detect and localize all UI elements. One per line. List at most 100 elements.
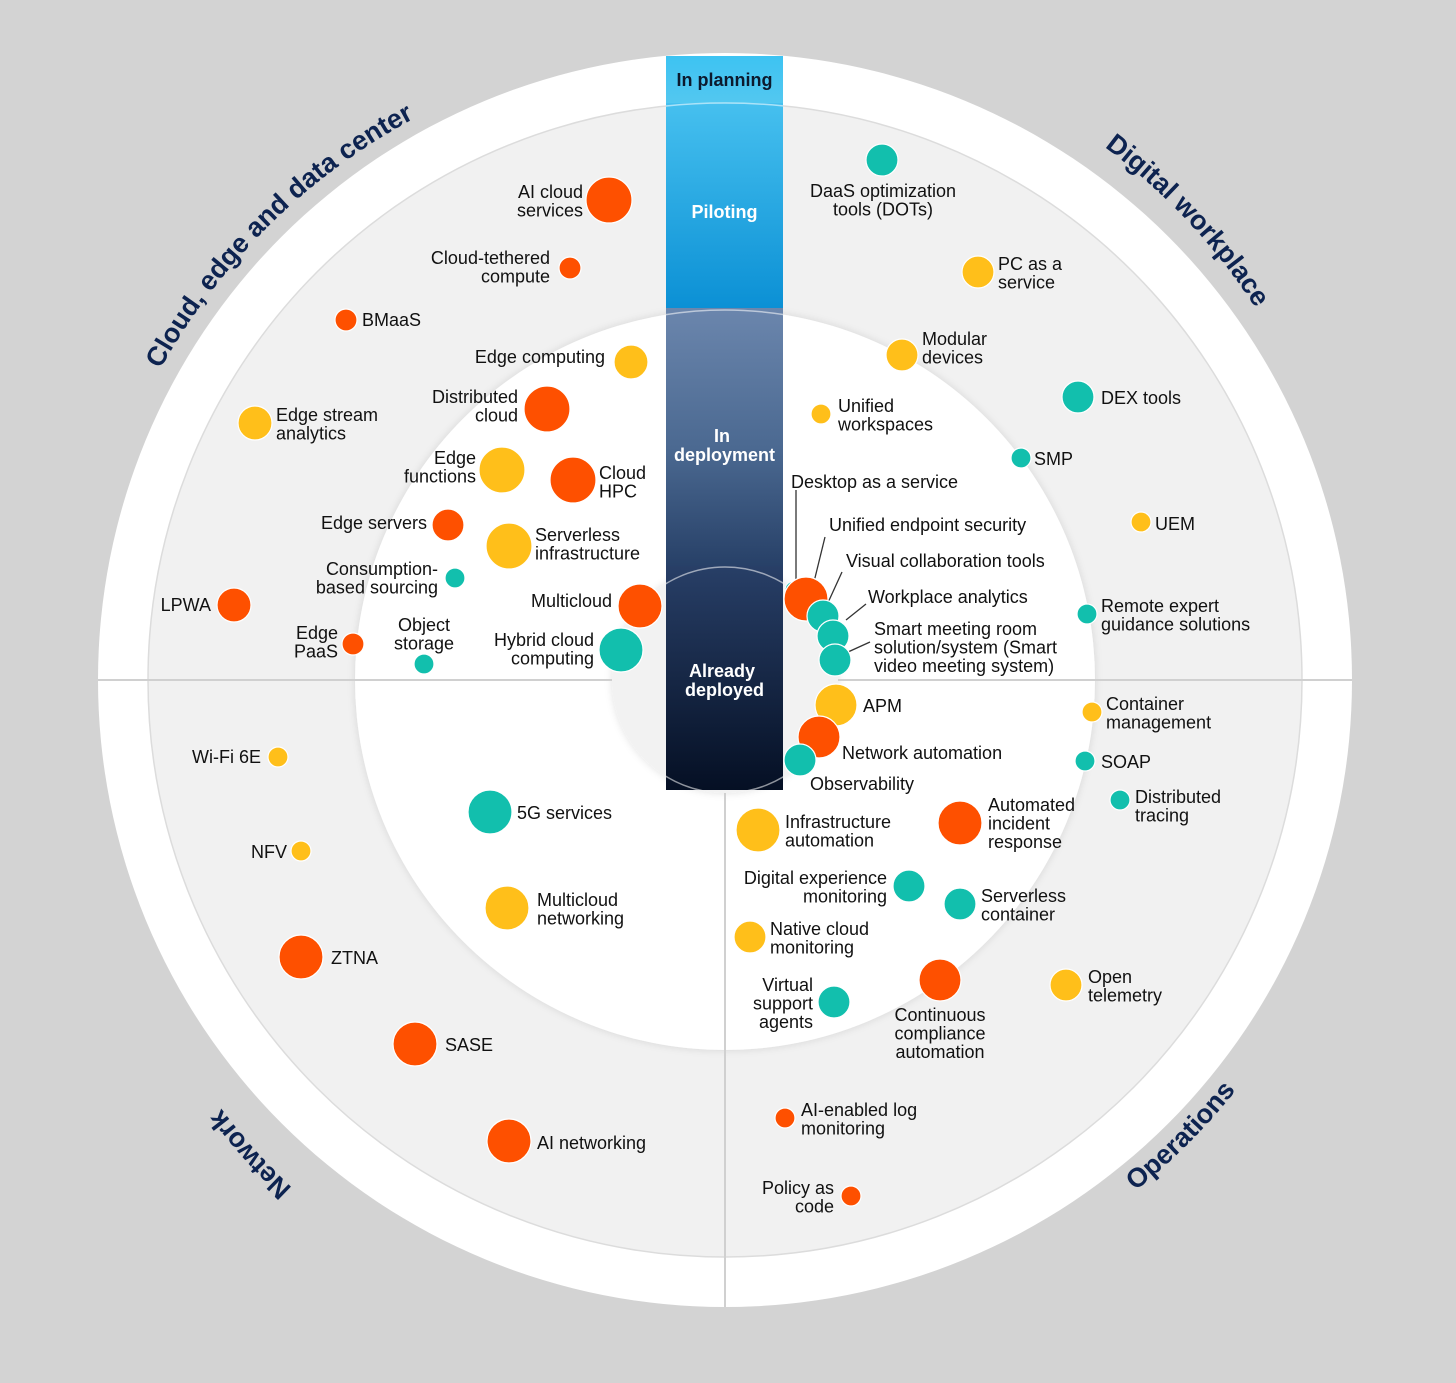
technology-dot-4[interactable]	[523, 385, 571, 433]
technology-dot-28[interactable]	[818, 643, 852, 677]
technology-dot-7[interactable]	[549, 456, 597, 504]
technology-dot-47[interactable]	[817, 985, 851, 1019]
technology-label-10: Consumption-based sourcing	[316, 559, 438, 598]
technology-dot-9[interactable]	[485, 522, 533, 570]
technology-label-38: Observability	[810, 774, 914, 794]
technology-dot-13[interactable]	[341, 632, 365, 656]
technology-label-31: ZTNA	[331, 948, 378, 968]
technology-label-33: AI networking	[537, 1133, 646, 1153]
technology-dot-15[interactable]	[598, 627, 644, 673]
technology-label-26: Visual collaboration tools	[846, 551, 1045, 571]
stage-segment-deployed	[666, 566, 783, 790]
technology-dot-18[interactable]	[885, 338, 919, 372]
technology-label-11: LPWA	[161, 595, 211, 615]
technology-dot-16[interactable]	[865, 143, 899, 177]
technology-dot-44[interactable]	[892, 869, 926, 903]
technology-dot-5[interactable]	[237, 405, 273, 441]
stage-label-piloting: Piloting	[692, 202, 758, 222]
technology-dot-49[interactable]	[1049, 968, 1083, 1002]
stage-label-deployment: In deployment	[674, 426, 775, 465]
technology-dot-50[interactable]	[774, 1107, 796, 1129]
technology-dot-20[interactable]	[810, 403, 832, 425]
technology-label-34: 5G services	[517, 803, 612, 823]
technology-dot-43[interactable]	[937, 800, 983, 846]
technology-dot-48[interactable]	[918, 958, 962, 1002]
technology-dot-32[interactable]	[392, 1021, 438, 1067]
technology-dot-35[interactable]	[484, 885, 530, 931]
technology-label-30: NFV	[251, 842, 287, 862]
technology-label-40: SOAP	[1101, 752, 1151, 772]
technology-label-8: Edge servers	[321, 513, 427, 533]
technology-dot-0[interactable]	[585, 176, 633, 224]
technology-dot-3[interactable]	[613, 344, 649, 380]
technology-label-37: Network automation	[842, 743, 1002, 763]
stage-label-planning: In planning	[677, 70, 773, 90]
technology-dot-45[interactable]	[943, 887, 977, 921]
technology-dot-19[interactable]	[1061, 380, 1095, 414]
technology-dot-40[interactable]	[1074, 750, 1096, 772]
stage-label-deployed: Already deployed	[685, 661, 764, 700]
technology-dot-31[interactable]	[278, 934, 324, 980]
technology-dot-46[interactable]	[733, 920, 767, 954]
technology-dot-33[interactable]	[486, 1118, 532, 1164]
technology-dot-2[interactable]	[334, 308, 358, 332]
technology-dot-22[interactable]	[1130, 511, 1152, 533]
stage-segment-planning	[666, 56, 783, 108]
technology-dot-6[interactable]	[478, 446, 526, 494]
technology-dot-38[interactable]	[783, 743, 817, 777]
technology-dot-42[interactable]	[735, 807, 781, 853]
technology-label-29: Wi-Fi 6E	[192, 747, 261, 767]
technology-dot-39[interactable]	[1081, 701, 1103, 723]
technology-dot-17[interactable]	[961, 255, 995, 289]
technology-dot-1[interactable]	[558, 256, 582, 280]
technology-dot-8[interactable]	[431, 508, 465, 542]
stage-segment-deployment	[666, 308, 783, 570]
stage-column: In planning Piloting In deployment Alrea…	[666, 56, 783, 790]
technology-dot-11[interactable]	[216, 587, 252, 623]
technology-label-36: APM	[863, 696, 902, 716]
technology-label-24: Desktop as a service	[791, 472, 958, 492]
technology-dot-14[interactable]	[413, 653, 435, 675]
technology-dot-10[interactable]	[444, 567, 466, 589]
technology-label-22: UEM	[1155, 514, 1195, 534]
stage-segment-piloting	[666, 103, 783, 313]
technology-label-19: DEX tools	[1101, 388, 1181, 408]
technology-label-27: Workplace analytics	[868, 587, 1028, 607]
technology-dot-34[interactable]	[467, 789, 513, 835]
technology-dot-51[interactable]	[840, 1185, 862, 1207]
technology-dot-23[interactable]	[1076, 603, 1098, 625]
technology-label-3: Edge computing	[475, 347, 605, 367]
technology-dot-29[interactable]	[267, 746, 289, 768]
technology-dot-21[interactable]	[1010, 447, 1032, 469]
technology-label-25: Unified endpoint security	[829, 515, 1026, 535]
technology-label-32: SASE	[445, 1035, 493, 1055]
technology-dot-30[interactable]	[290, 840, 312, 862]
technology-dot-12[interactable]	[617, 583, 663, 629]
technology-dot-41[interactable]	[1109, 789, 1131, 811]
